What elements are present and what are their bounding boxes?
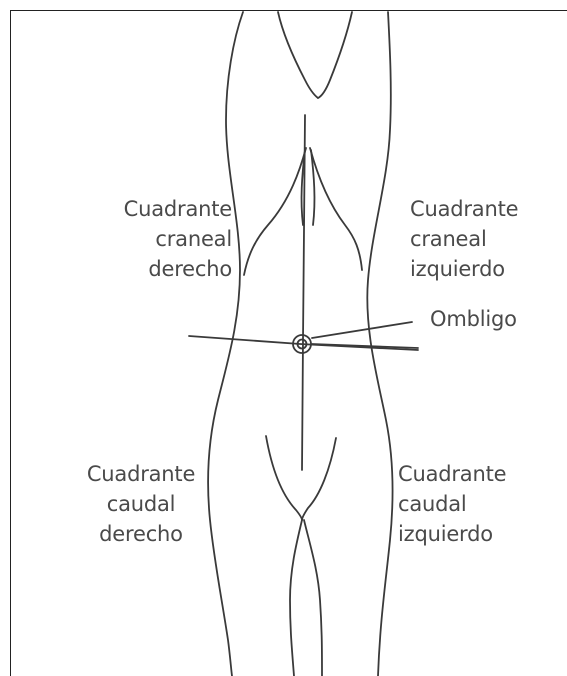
sternum-left [244, 148, 306, 275]
leg-inner-left [290, 520, 302, 676]
label-right-cranial-quadrant: Cuadrante craneal derecho [92, 194, 232, 284]
label-left-caudal-quadrant: Cuadrante caudal izquierdo [398, 459, 538, 549]
torso-right-edge [367, 12, 392, 676]
label-left-cranial-quadrant: Cuadrante craneal izquierdo [410, 194, 550, 284]
leg-inner-right [304, 520, 322, 676]
label-right-caudal-quadrant: Cuadrante caudal derecho [66, 459, 216, 549]
torso-left-edge [208, 12, 243, 676]
pelvis-left [266, 436, 302, 520]
chest-left-line [278, 12, 318, 98]
label-navel: Ombligo [430, 304, 517, 334]
pelvis-right [302, 438, 336, 520]
sternum-right [310, 148, 362, 270]
chest-right-line [318, 12, 352, 98]
navel-pointer-1 [312, 322, 412, 338]
